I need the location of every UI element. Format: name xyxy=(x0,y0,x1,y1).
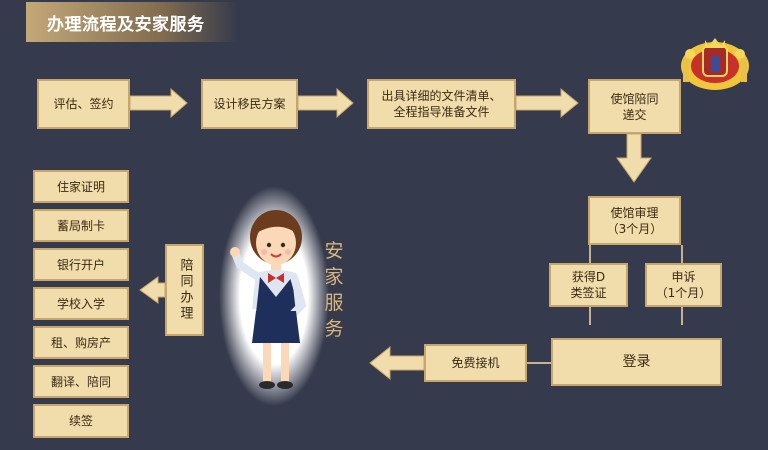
step-accompany-label: 陪同办理 xyxy=(177,258,193,322)
step-landing: 登录 xyxy=(551,338,722,386)
step-landing-label: 登录 xyxy=(622,354,651,370)
step-visa-line2: 类签证 xyxy=(570,286,607,300)
step-d-visa: 获得D 类签证 xyxy=(549,263,628,307)
step-appeal-line1: 申诉 xyxy=(671,270,696,284)
arrow-right-icon xyxy=(515,87,579,119)
service-item: 翻译、陪同 xyxy=(33,365,129,398)
arrow-down-icon xyxy=(616,133,652,183)
service-item: 蓄局制卡 xyxy=(33,209,129,242)
step-assess: 评估、签约 xyxy=(37,79,130,129)
service-item-label: 租、购房产 xyxy=(50,335,111,350)
step-embassy-line1: 使馆陪同 xyxy=(610,91,659,106)
home-service-label: 安家服务 xyxy=(324,240,344,340)
step-documents-line1: 出具详细的文件清单、 xyxy=(381,89,502,103)
arrow-right-icon xyxy=(129,87,188,119)
service-item-label: 翻译、陪同 xyxy=(50,374,111,389)
step-airport-pickup: 免费接机 xyxy=(424,344,527,382)
service-item: 续签 xyxy=(33,404,129,438)
service-item: 租、购房产 xyxy=(33,326,129,359)
title-banner xyxy=(26,2,238,42)
step-appeal-line2: （1个月） xyxy=(655,286,712,300)
step-documents: 出具详细的文件清单、 全程指导准备文件 xyxy=(367,79,516,129)
step-design: 设计移民方案 xyxy=(201,79,298,129)
step-documents-line2: 全程指导准备文件 xyxy=(393,105,490,119)
step-pickup-label: 免费接机 xyxy=(451,356,500,370)
service-agent-illustration xyxy=(219,186,329,406)
step-review-line1: 使馆审理 xyxy=(610,205,659,220)
arrow-left-icon xyxy=(139,276,166,304)
arrow-right-icon xyxy=(297,87,354,119)
step-embassy-submit: 使馆陪同 递交 xyxy=(588,79,681,134)
step-embassy-review: 使馆审理 （3个月） xyxy=(588,196,681,245)
step-accompany: 陪同办理 xyxy=(165,244,204,336)
step-assess-label: 评估、签约 xyxy=(53,97,114,111)
service-item: 住家证明 xyxy=(33,170,129,203)
service-item-label: 蓄局制卡 xyxy=(56,218,105,233)
service-item-label: 住家证明 xyxy=(56,179,105,194)
step-embassy-line2: 递交 xyxy=(622,107,647,122)
step-design-label: 设计移民方案 xyxy=(213,97,286,111)
service-item-label: 银行开户 xyxy=(56,257,105,272)
service-item-label: 续签 xyxy=(68,414,93,428)
arrow-left-icon xyxy=(369,345,425,381)
step-appeal: 申诉 （1个月） xyxy=(645,263,722,307)
step-review-line2: （3个月） xyxy=(606,221,663,236)
page-title: 办理流程及安家服务 xyxy=(47,15,205,35)
step-visa-line1: 获得D xyxy=(571,270,606,284)
service-item: 银行开户 xyxy=(33,248,129,281)
service-item: 学校入学 xyxy=(33,287,129,320)
coat-of-arms-icon xyxy=(681,38,749,90)
service-item-label: 学校入学 xyxy=(56,296,105,311)
